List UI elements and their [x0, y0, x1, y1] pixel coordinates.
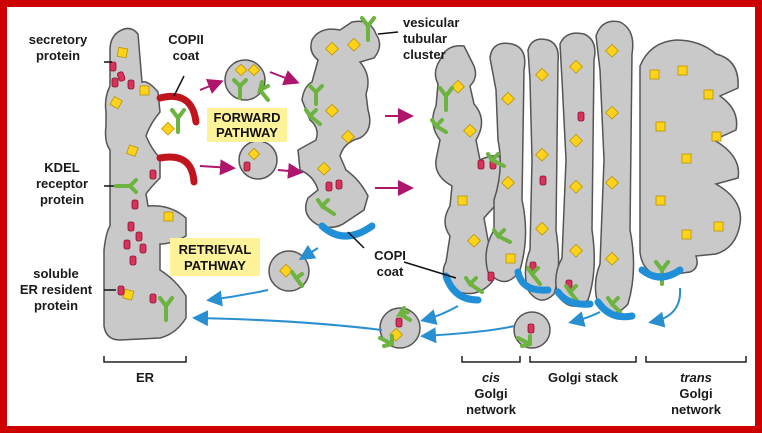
svg-text:PATHWAY: PATHWAY: [216, 125, 278, 140]
copii-coat: [156, 93, 200, 126]
vesicular-tubular-cluster-label: vesicular: [403, 15, 459, 30]
secretory-protein-label: secretory: [29, 32, 88, 47]
svg-text:protein: protein: [34, 298, 78, 313]
svg-text:Golgi: Golgi: [474, 386, 507, 401]
retrieval-pathway-label: RETRIEVAL: [179, 242, 252, 257]
golgi-stack-label: Golgi stack: [548, 370, 619, 385]
svg-text:Golgi: Golgi: [679, 386, 712, 401]
soluble-er-resident-label: soluble: [33, 266, 79, 281]
svg-text:protein: protein: [40, 192, 84, 207]
copi-coat-group: [442, 266, 684, 321]
copi-coat-label: COPI: [374, 248, 406, 263]
forward-arrows: [199, 70, 414, 196]
er-label: ER: [136, 370, 155, 385]
svg-text:protein: protein: [36, 48, 80, 63]
forward-pathway-box: [207, 108, 287, 142]
svg-text:network: network: [671, 402, 722, 417]
er-membrane: [103, 27, 187, 341]
svg-text:network: network: [466, 402, 517, 417]
label-leader-lines: [104, 31, 457, 291]
svg-text:PATHWAY: PATHWAY: [184, 258, 246, 273]
svg-text:tubular: tubular: [403, 31, 447, 46]
kdel-receptor-label: KDEL: [44, 160, 79, 175]
retrieval-arrows: [192, 244, 682, 344]
svg-text:cluster: cluster: [403, 47, 446, 62]
forward-pathway-label: FORWARD: [214, 110, 281, 125]
svg-text:coat: coat: [377, 264, 404, 279]
vesicular-tubular-cluster: [297, 20, 381, 229]
kdel-receptor-group: [114, 108, 186, 322]
svg-text:coat: coat: [173, 48, 200, 63]
copii-vesicle: [238, 140, 278, 180]
cis-golgi-network: [432, 45, 509, 295]
svg-text:ER resident: ER resident: [20, 282, 93, 297]
copii-coat-label: COPII: [168, 32, 203, 47]
trans-golgi-label: trans: [680, 370, 712, 385]
copi-coat: [318, 222, 376, 240]
region-brackets: [103, 356, 747, 363]
golgi-cisterna: [555, 32, 596, 307]
golgi-cisterna: [594, 20, 635, 314]
svg-text:receptor: receptor: [36, 176, 88, 191]
retrieval-pathway-box: [170, 238, 260, 276]
cis-golgi-label: cis: [482, 370, 500, 385]
er-resident-protein-group: [109, 61, 157, 304]
copii-coat: [156, 153, 198, 186]
